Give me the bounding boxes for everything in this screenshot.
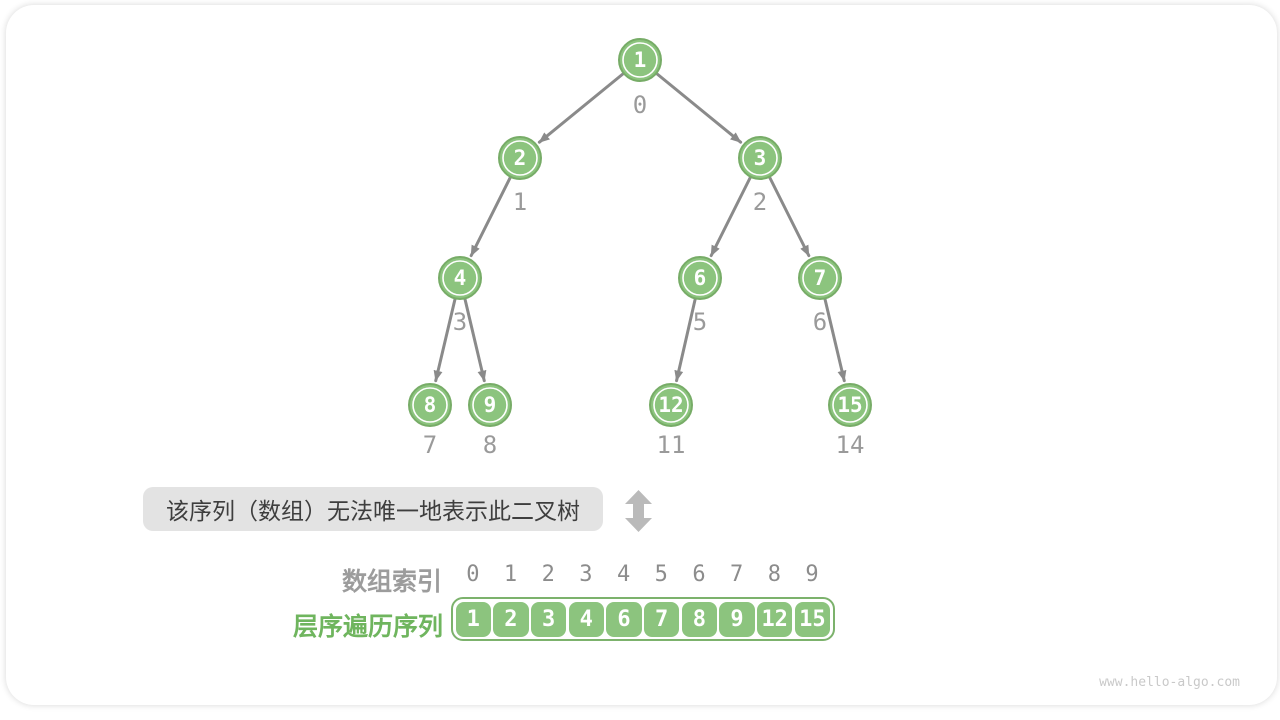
tree-node-index-label: 7 xyxy=(423,431,437,459)
tree-node-index-label: 8 xyxy=(483,431,497,459)
sequence-label: 层序遍历序列 xyxy=(292,613,443,641)
sequence-cell: 2 xyxy=(493,601,529,637)
array-index-value: 8 xyxy=(767,562,781,587)
tree-node-inner-ring xyxy=(653,387,689,423)
array-index-value: 3 xyxy=(579,562,593,587)
tree-node-circle xyxy=(498,136,542,180)
diagram-card xyxy=(6,5,1277,705)
tree-node-circle xyxy=(408,383,452,427)
tree-node-inner-ring xyxy=(832,387,868,423)
tree-edge xyxy=(709,173,754,258)
tree-node-index-label: 2 xyxy=(753,188,767,216)
tree-edge xyxy=(469,173,514,258)
tree-edges xyxy=(433,70,847,383)
tree-node-circle xyxy=(678,256,722,300)
tree-node-index-label: 3 xyxy=(453,308,467,336)
tree-node: 15 xyxy=(828,383,872,427)
tree-node-circle xyxy=(828,383,872,427)
tree-node-index-label: 11 xyxy=(657,431,686,459)
tree-node: 8 xyxy=(408,383,452,427)
array-index-value: 4 xyxy=(616,562,631,587)
tree-node-circle xyxy=(438,256,482,300)
updown-arrow-icon xyxy=(625,490,652,532)
array-index-value: 1 xyxy=(503,562,518,587)
sequence-cell: 8 xyxy=(681,601,718,637)
tree-node-index-label: 0 xyxy=(633,91,647,119)
tree-node-inner-ring xyxy=(442,260,478,296)
tree-node-value: 1 xyxy=(634,48,647,72)
array-index-value: 7 xyxy=(730,562,744,587)
tree-node-value: 3 xyxy=(754,146,767,170)
tree-node-inner-ring xyxy=(802,260,838,296)
caption-box: 该序列（数组）无法唯一地表示此二叉树 xyxy=(143,487,603,531)
tree-node-circle xyxy=(738,136,782,180)
tree-node-circle xyxy=(468,383,512,427)
tree-node-index-label: 1 xyxy=(513,188,527,216)
tree-node-value: 12 xyxy=(658,393,683,417)
tree-edge xyxy=(433,294,458,383)
sequence-cell: 4 xyxy=(568,601,604,637)
array-index-label: 数组索引 xyxy=(341,568,442,596)
tree-node: 6 xyxy=(678,256,722,300)
tree-node: 3 xyxy=(738,136,782,180)
sequence-cell: 1 xyxy=(455,601,491,637)
tree-node-value: 7 xyxy=(814,266,827,290)
tree-node-value: 9 xyxy=(484,393,497,417)
tree-node-value: 8 xyxy=(424,393,437,417)
sequence-cell: 9 xyxy=(719,601,755,637)
sequence-cell: 15 xyxy=(794,601,831,637)
tree-edge xyxy=(653,70,743,144)
watermark: www.hello-algo.com xyxy=(1099,675,1240,690)
tree-node: 4 xyxy=(438,256,482,300)
tree-node-inner-ring xyxy=(742,140,778,176)
tree-node: 9 xyxy=(468,383,512,427)
tree-node-inner-ring xyxy=(412,387,448,423)
tree-edge xyxy=(822,294,847,383)
tree-edge xyxy=(766,173,811,258)
tree-node-inner-ring xyxy=(472,387,508,423)
tree-node-circle xyxy=(649,383,693,427)
tree-node: 2 xyxy=(498,136,542,180)
tree-node-index-label: 6 xyxy=(813,308,827,336)
array-index-value: 2 xyxy=(541,562,555,587)
tree-node-inner-ring xyxy=(622,42,658,78)
sequence-cell: 7 xyxy=(643,601,680,637)
tree-node-index-label: 5 xyxy=(693,308,707,336)
tree-node-value: 2 xyxy=(514,146,527,170)
tree-node-value: 4 xyxy=(454,266,467,290)
tree-node: 1 xyxy=(618,38,662,82)
tree-node-inner-ring xyxy=(682,260,718,296)
tree-edge xyxy=(674,295,698,383)
sequence-cell: 12 xyxy=(757,601,793,637)
tree-node: 7 xyxy=(798,256,842,300)
tree-node-value: 15 xyxy=(837,393,862,417)
sequence-cell: 3 xyxy=(530,601,567,637)
sequence-cell: 6 xyxy=(606,601,642,637)
array-index-value: 6 xyxy=(692,562,706,587)
caption-text: 该序列（数组）无法唯一地表示此二叉树 xyxy=(166,498,580,524)
tree-node-value: 6 xyxy=(694,266,707,290)
array-index-value: 0 xyxy=(466,562,480,587)
array-index-value: 9 xyxy=(805,562,819,587)
tree-node-circle xyxy=(618,38,662,82)
tree-node: 12 xyxy=(649,383,693,427)
tree-edge xyxy=(462,294,487,383)
tree-node-index-label: 14 xyxy=(836,431,865,459)
tree-node-inner-ring xyxy=(502,140,538,176)
tree-edge xyxy=(537,70,627,144)
array-index-value: 5 xyxy=(654,562,668,587)
tree-node-circle xyxy=(798,256,842,300)
